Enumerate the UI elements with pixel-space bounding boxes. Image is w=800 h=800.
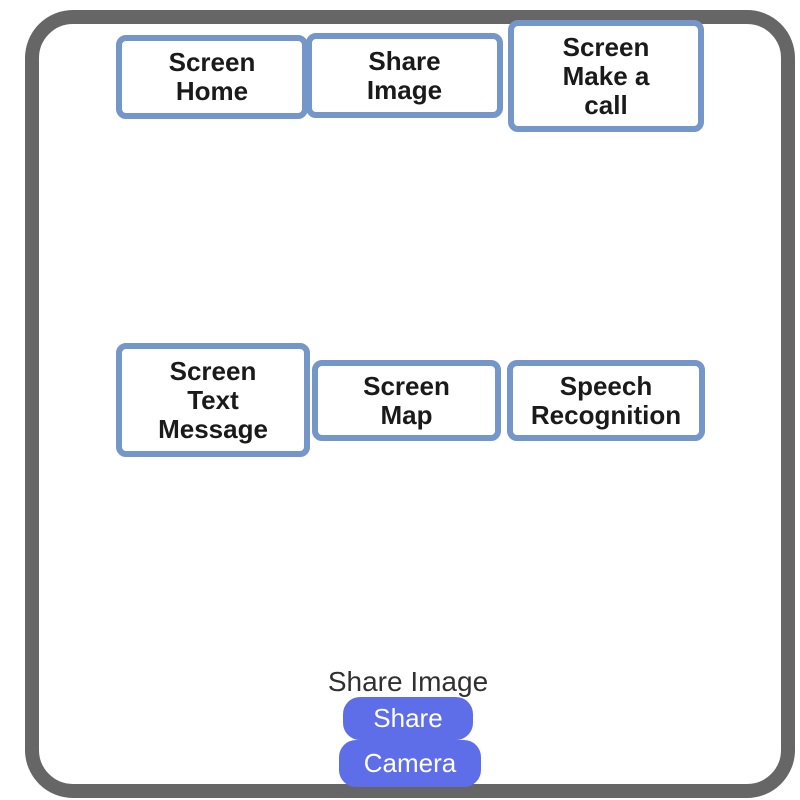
- screen-home-button[interactable]: Screen Home: [116, 35, 308, 119]
- screen-make-a-call-button[interactable]: Screen Make a call: [508, 20, 704, 132]
- share-button[interactable]: Share: [343, 697, 473, 740]
- camera-button[interactable]: Camera: [339, 740, 481, 787]
- speech-recognition-button[interactable]: Speech Recognition: [507, 360, 705, 441]
- share-image-title: Share Image: [327, 666, 489, 697]
- screen-map-button[interactable]: Screen Map: [312, 360, 501, 441]
- screen-text-message-button[interactable]: Screen Text Message: [116, 343, 310, 457]
- share-image-button[interactable]: Share Image: [306, 33, 503, 118]
